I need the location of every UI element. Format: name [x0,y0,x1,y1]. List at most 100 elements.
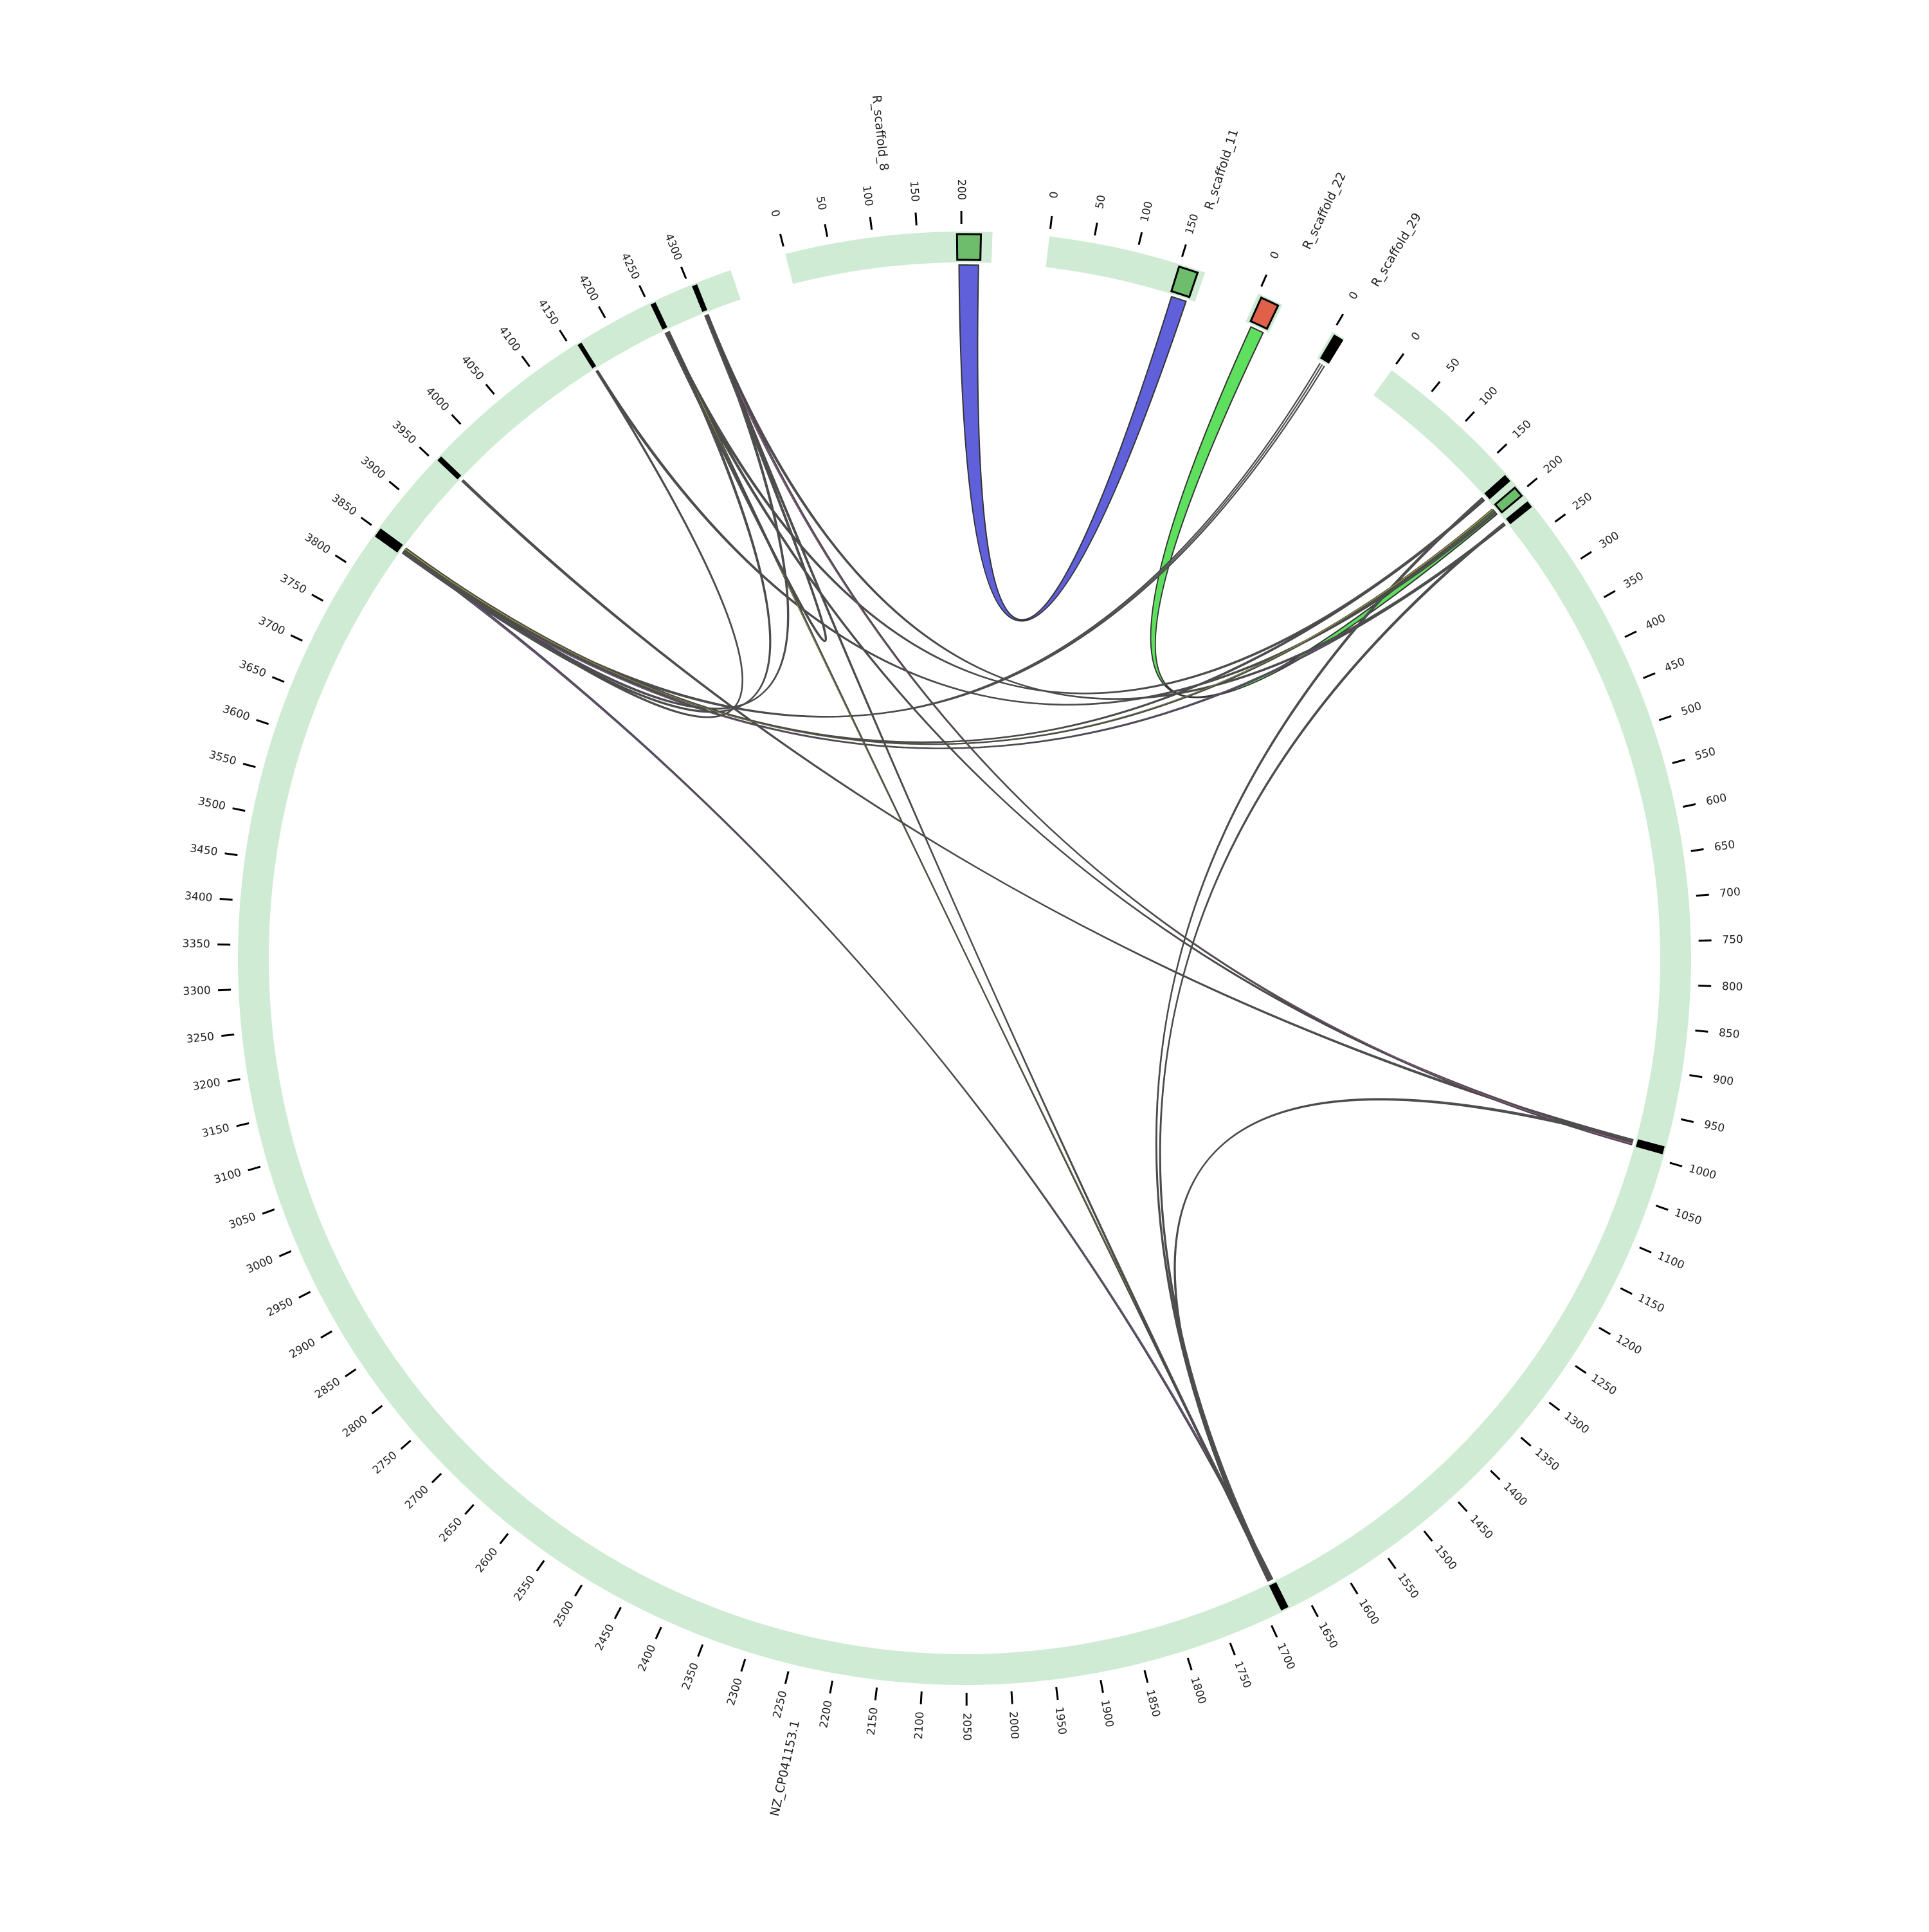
tick-mark [1498,444,1507,453]
tick-mark [875,1688,876,1700]
tick-mark [1549,1403,1559,1410]
tick-mark [221,1035,234,1036]
tick-label: 3800 [302,531,332,557]
tick-mark [1555,514,1565,522]
tick-label: 50 [1093,194,1109,210]
link-curve-17 [403,333,770,713]
tick-label: 250 [1570,490,1595,513]
tick-label: 3050 [227,1210,257,1232]
tick-mark [361,518,372,525]
tick-mark [1527,478,1537,487]
tick-mark [1188,1658,1191,1670]
tick-label: 3200 [192,1076,221,1093]
tick-label: 550 [1694,745,1717,763]
tick-mark [1337,314,1343,325]
link-curve-8 [462,481,1633,1140]
tick-label: 2350 [680,1661,702,1692]
tick-label: 1100 [1656,1250,1687,1272]
tick-label: 2650 [437,1515,465,1545]
tick-mark [419,447,429,456]
tick-label: 4250 [619,251,642,282]
tick-label: 600 [1705,791,1728,808]
tick-mark [870,217,872,230]
tick-label: 2900 [287,1336,318,1361]
tick-label: 1300 [1561,1410,1591,1437]
tick-label: 1350 [1532,1446,1562,1473]
tick-label: 3850 [329,491,359,518]
tick-mark [1139,232,1142,244]
tick-mark [225,853,238,855]
contig-name-label: R_scaffold_22 [1300,170,1348,251]
tick-label: 950 [1703,1118,1726,1136]
tick-mark [1182,244,1186,257]
tick-label: 400 [1644,612,1668,632]
tick-mark [1011,1691,1012,1704]
tick-mark [830,1681,833,1693]
tick-mark [1696,895,1709,896]
link-curve-21 [406,511,1494,745]
tick-mark [599,307,605,318]
tick-mark [780,234,783,246]
link-curve-7 [596,371,1494,705]
tick-label: 0 [1047,191,1061,199]
tick-label: 2850 [312,1375,343,1401]
tick-label: 500 [1680,700,1703,718]
contig-name-label: R_scaffold_11 [1202,127,1241,212]
tick-label: 2600 [473,1545,501,1575]
tick-mark [1620,1288,1632,1294]
tick-label: 1600 [1356,1597,1382,1627]
tick-mark [243,763,255,767]
tick-mark [559,330,566,341]
tick-mark [1640,1248,1651,1253]
tick-label: 3450 [189,842,219,859]
tick-label: 0 [1268,250,1283,261]
tick-label: 2800 [340,1413,370,1440]
tick-label: 3500 [197,795,226,813]
tick-label: 1650 [1316,1620,1340,1651]
tick-label: 4100 [496,324,523,354]
tick-label: 3350 [182,938,210,951]
tick-mark [237,1123,249,1125]
tick-mark [656,1627,661,1639]
tick-mark [1695,1030,1708,1032]
tick-mark [1050,216,1051,229]
tick-mark [1272,1625,1277,1637]
tick-label: 700 [1719,886,1741,900]
tick-mark [1230,1643,1235,1655]
tick-label: 100 [1477,385,1501,408]
tick-label: 450 [1663,655,1687,675]
tick-mark [220,899,233,900]
tick-mark [1575,1366,1586,1373]
tick-label: 3750 [278,572,309,597]
tick-label: 0 [1346,289,1361,302]
tick-mark [1681,1119,1694,1122]
links-layer [403,265,1634,1581]
tick-label: 2750 [370,1449,400,1477]
tick-mark [1095,223,1098,235]
tick-mark [639,286,645,297]
tick-label: 1850 [1143,1688,1163,1718]
tick-label: 800 [1722,980,1743,994]
tick-mark [1580,552,1591,559]
tick-mark [228,1079,240,1081]
link-curve-21 [405,510,1493,745]
tick-label: 1150 [1636,1291,1667,1315]
link-curve-4 [403,525,1505,749]
tick-label: 1050 [1672,1207,1703,1228]
tick-label: 3300 [183,984,211,998]
tick-label: 300 [1597,529,1622,551]
tick-mark [345,1369,356,1376]
tick-label: 150 [1510,417,1534,441]
tick-mark [1490,1471,1499,1480]
tick-label: 1450 [1467,1513,1496,1542]
tick-label: 4200 [576,273,601,304]
ideogram-layer [238,232,1691,1685]
tick-label: 1400 [1501,1480,1530,1509]
tick-mark [432,1473,441,1482]
tick-mark [1424,1531,1433,1542]
tick-label: 0 [1409,330,1424,343]
tick-mark [248,1167,260,1171]
link-curve-21 [404,509,1492,745]
